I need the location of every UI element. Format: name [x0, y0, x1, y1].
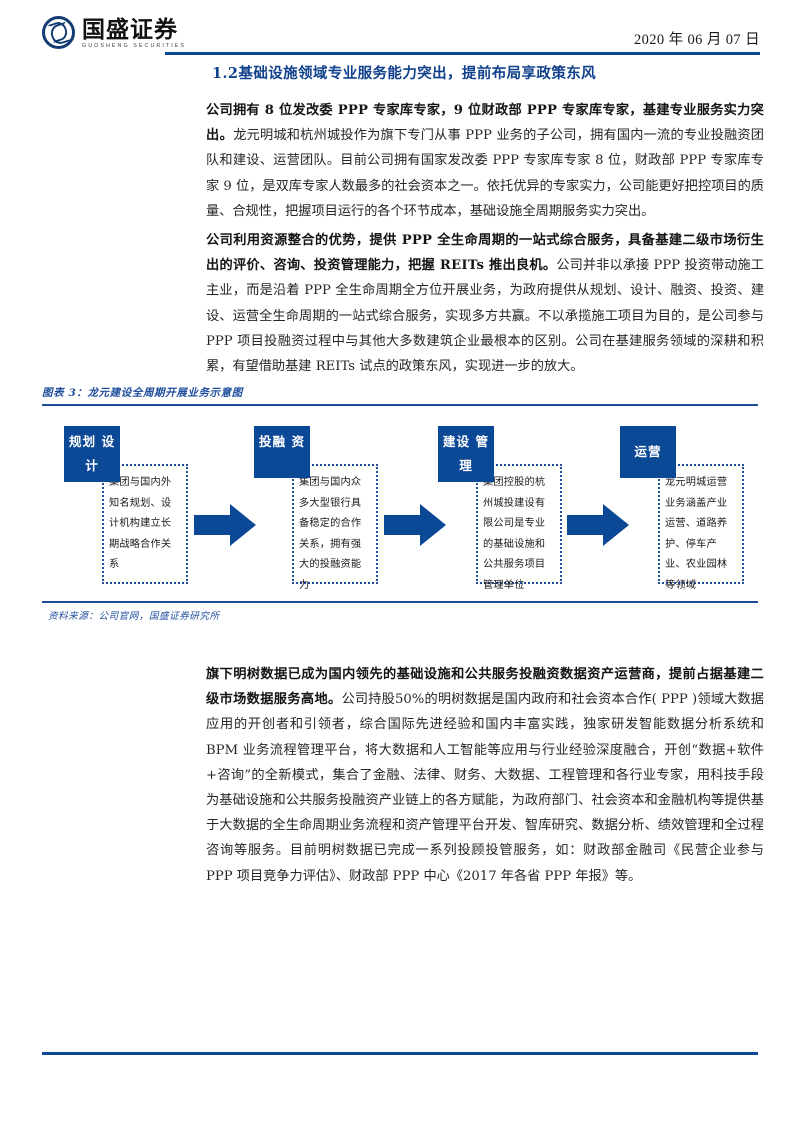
footer-divider — [42, 1052, 758, 1055]
page-header: 国盛证券 GUOSHENG SECURITIES 2020 年 06 月 07 … — [0, 0, 793, 62]
figure-bottom-rule — [42, 601, 758, 603]
paragraph-3-lead: 旗下明树数据已成为国内领先的基础设施和公共服务投融资数据资产运营商，提前占据基建… — [206, 667, 764, 708]
paragraph-2: 公司利用资源整合的优势，提供 PPP 全生命周期的一站式综合服务，具备基建二级市… — [206, 228, 764, 379]
flow-arrow-3-icon — [567, 504, 629, 546]
brand-logo: 国盛证券 GUOSHENG SECURITIES — [42, 16, 186, 49]
flow-arrow-2-icon — [384, 504, 446, 546]
stage-body-operations: 龙元明城运营业务涵盖产业运营、道路养护、停车产业、农业园林等领域 — [658, 464, 744, 591]
paragraph-1-lead: 公司拥有 8 位发改委 PPP 专家库专家，9 位财政部 PPP 专家库专家，基… — [206, 103, 764, 144]
section-heading: 1.2基础设施领域专业服务能力突出，提前布局享政策东风 — [212, 65, 597, 82]
stage-body-planning: 集团与国内外知名规划、设计机构建立长期战略合作关系 — [102, 464, 188, 584]
figure-top-rule — [42, 404, 758, 406]
stage-body-financing: 集团与国内众多大型银行具备稳定的合作关系，拥有强大的投融资能力 — [292, 464, 378, 591]
header-divider — [165, 52, 760, 55]
guosheng-logo-icon — [42, 16, 75, 49]
logo-chinese-name: 国盛证券 — [82, 15, 178, 43]
paragraph-1: 公司拥有 8 位发改委 PPP 专家库专家，9 位财政部 PPP 专家库专家，基… — [206, 98, 764, 224]
diagram-stage-planning: 规划 设计 集团与国内外知名规划、设计机构建立长期战略合作关系 — [48, 412, 208, 598]
diagram-stage-operations: 运营 龙元明城运营业务涵盖产业运营、道路养护、停车产业、农业园林等领域 — [604, 412, 764, 598]
stage-body-construction: 集团控股的杭州城投建设有限公司是专业的基础设施和公共服务项目管理单位 — [476, 464, 562, 591]
stage-title-operations: 运营 — [620, 426, 676, 478]
paragraph-2-container: 公司利用资源整合的优势，提供 PPP 全生命周期的一站式综合服务，具备基建二级市… — [206, 228, 764, 379]
stage-title-construction: 建设 管理 — [438, 426, 494, 482]
lifecycle-diagram: 规划 设计 集团与国内外知名规划、设计机构建立长期战略合作关系 投融 资 集团与… — [42, 412, 758, 598]
diagram-stage-construction: 建设 管理 集团控股的杭州城投建设有限公司是专业的基础设施和公共服务项目管理单位 — [422, 412, 582, 598]
flow-arrow-1-icon — [194, 504, 256, 546]
paragraph-1-body: 龙元明城和杭州城投作为旗下专门从事 PPP 业务的子公司，拥有国内一流的专业投融… — [206, 128, 764, 219]
figure-source: 资料来源：公司官网，国盛证券研究所 — [48, 611, 220, 622]
figure-caption: 图表 3：龙元建设全周期开展业务示意图 — [42, 387, 243, 399]
paragraph-3: 旗下明树数据已成为国内领先的基础设施和公共服务投融资数据资产运营商，提前占据基建… — [206, 662, 764, 889]
report-date: 2020 年 06 月 07 日 — [633, 32, 760, 48]
stage-title-planning: 规划 设计 — [64, 426, 120, 482]
paragraph-2-body: 公司并非以承接 PPP 投资带动施工主业，而是沿着 PPP 全生命周期全方位开展… — [206, 258, 764, 375]
paragraph-3-body: 公司持股50%的明树数据是国内政府和社会资本合作( PPP )领域大数据应用的开… — [206, 692, 764, 884]
paragraph-2-lead: 公司利用资源整合的优势，提供 PPP 全生命周期的一站式综合服务，具备基建二级市… — [206, 233, 764, 274]
logo-text-block: 国盛证券 GUOSHENG SECURITIES — [82, 18, 186, 49]
paragraph-3-container: 旗下明树数据已成为国内领先的基础设施和公共服务投融资数据资产运营商，提前占据基建… — [206, 662, 764, 889]
paragraph-1-container: 公司拥有 8 位发改委 PPP 专家库专家，9 位财政部 PPP 专家库专家，基… — [206, 98, 764, 224]
logo-english-name: GUOSHENG SECURITIES — [82, 42, 187, 49]
stage-title-financing: 投融 资 — [254, 426, 310, 478]
diagram-stage-financing: 投融 资 集团与国内众多大型银行具备稳定的合作关系，拥有强大的投融资能力 — [238, 412, 398, 598]
